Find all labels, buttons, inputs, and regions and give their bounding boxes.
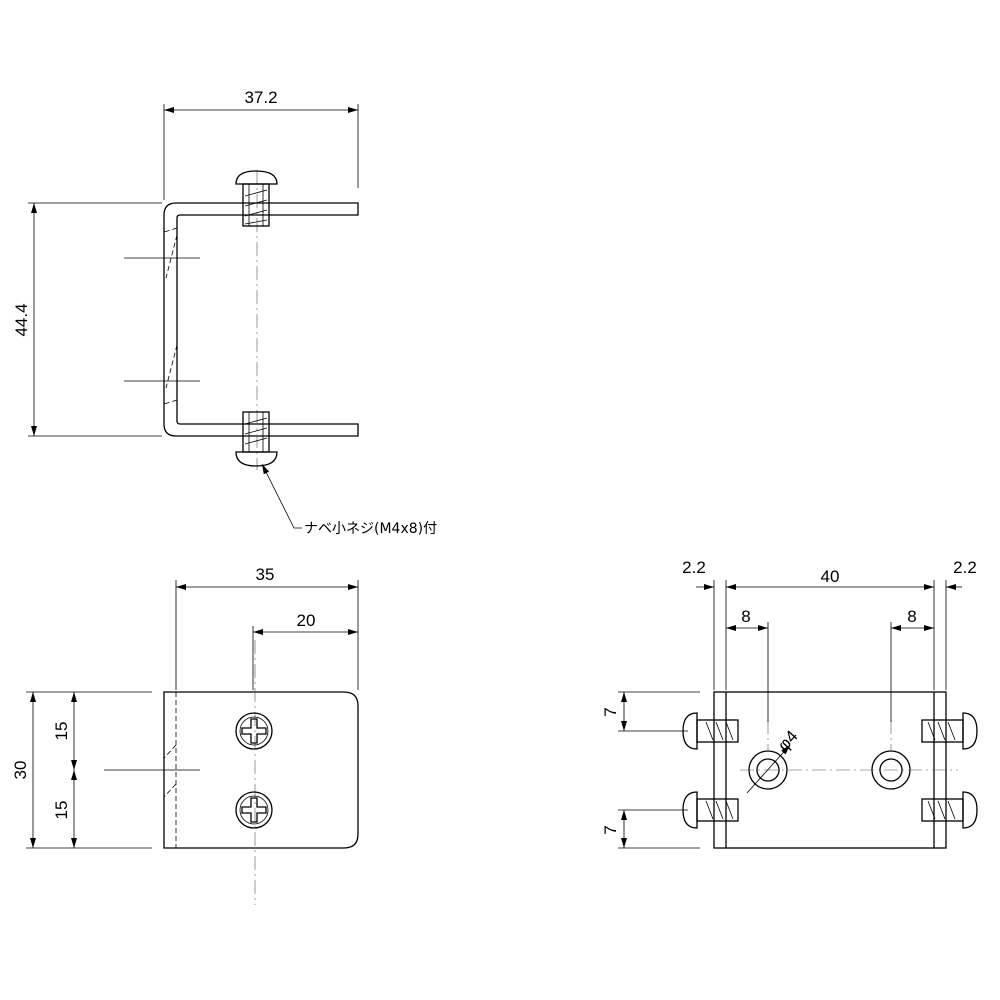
bottom-screw xyxy=(235,411,278,467)
front-width-dimension: 35 xyxy=(256,565,275,584)
front-offset-dimension: 20 xyxy=(297,611,316,630)
side-height-dimension: 44.4 xyxy=(12,303,31,336)
right-hole-offset-dimension: 8 xyxy=(907,607,916,626)
side-screw-lower-left xyxy=(682,791,739,829)
side-view: 37.2 44.4 ナベ小ネジ(M4x8)付 xyxy=(12,88,437,537)
screw-note: ナベ小ネジ(M4x8)付 xyxy=(304,521,437,537)
side-screw-lower-right xyxy=(921,791,978,829)
side-screw-upper-right xyxy=(921,712,978,750)
front-lower-dimension: 15 xyxy=(52,801,71,820)
phillips-screw-lower xyxy=(235,791,273,829)
top-screw xyxy=(235,170,278,227)
hidden-lines xyxy=(163,227,178,405)
bottom-view: 2.2 40 2.2 8 8 φ4 7 7 xyxy=(601,558,978,849)
hole-diameter-dimension: φ4 xyxy=(774,727,802,755)
front-height-dimension: 30 xyxy=(11,761,30,780)
upper-screw-dimension: 7 xyxy=(601,707,620,716)
side-screw-upper-left xyxy=(682,712,739,750)
channel-outline xyxy=(163,202,359,437)
side-width-dimension: 37.2 xyxy=(244,88,277,107)
left-thickness-dimension: 2.2 xyxy=(682,558,706,577)
front-view: 35 20 30 15 15 xyxy=(11,565,359,905)
lower-screw-dimension: 7 xyxy=(601,825,620,834)
span-dimension: 40 xyxy=(821,567,840,586)
left-hole-offset-dimension: 8 xyxy=(741,607,750,626)
phillips-screw-upper xyxy=(235,712,273,750)
right-thickness-dimension: 2.2 xyxy=(953,558,977,577)
front-upper-dimension: 15 xyxy=(52,722,71,741)
plate-outline xyxy=(163,691,359,849)
